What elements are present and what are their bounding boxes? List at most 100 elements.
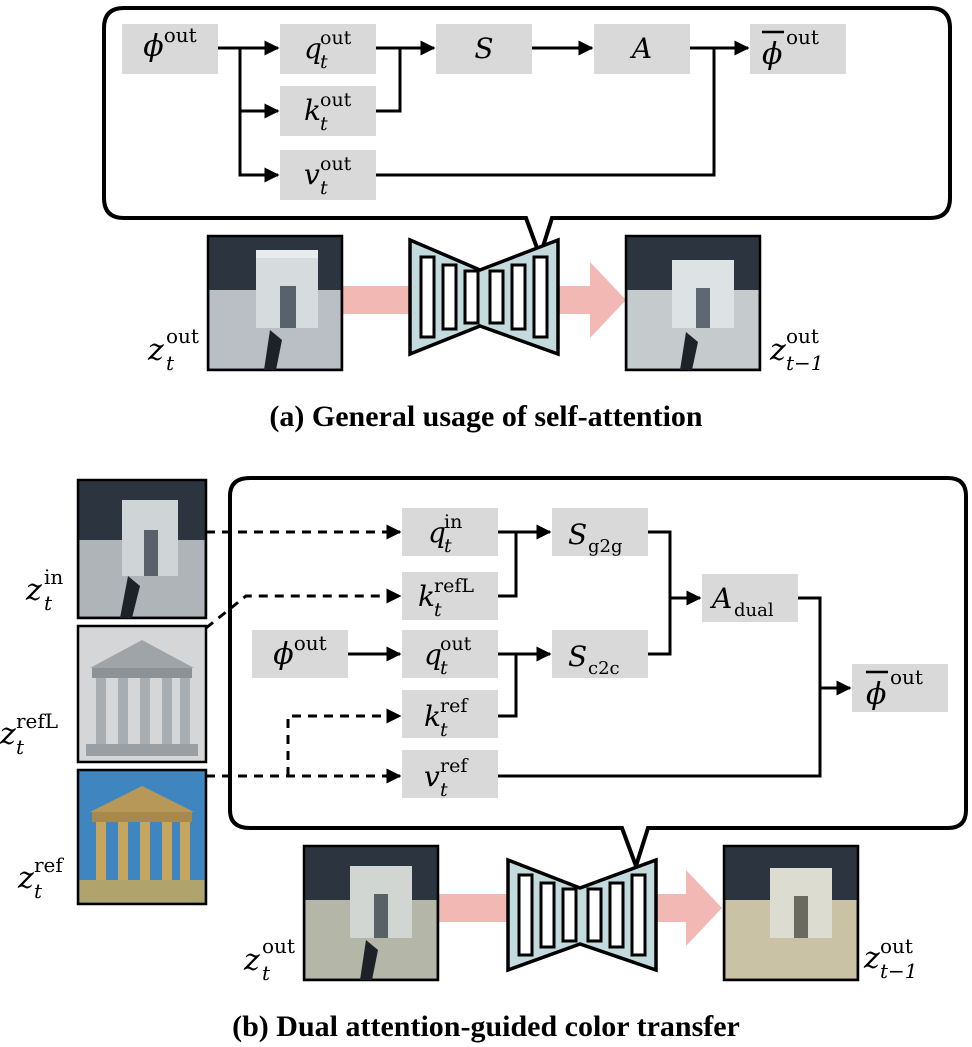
svg-text:t: t — [444, 535, 452, 557]
a-node — [594, 24, 690, 74]
svg-text:t: t — [320, 113, 328, 135]
svg-text:dual: dual — [734, 600, 774, 621]
svg-text:out: out — [320, 153, 352, 175]
z-out-label-a: z out t — [147, 324, 199, 375]
edge-phi-v — [238, 111, 280, 183]
edge-sg2g-adual — [648, 530, 702, 606]
svg-text:t: t — [320, 177, 328, 199]
edge-adual-phibar — [798, 596, 852, 696]
a-dual-label: A dual — [709, 582, 774, 621]
z-ref-label: z ref t — [17, 853, 64, 903]
panel-a-edges — [218, 40, 750, 183]
v-ref-node — [402, 750, 498, 798]
svg-text:in: in — [444, 511, 462, 533]
panel-b: z in t z refL t z ref t — [0, 476, 968, 1043]
phi-out-label: ϕout — [143, 23, 196, 64]
svg-text:refL: refL — [434, 575, 474, 597]
svg-text:t−1: t−1 — [786, 351, 824, 375]
s-label: S — [474, 32, 493, 65]
svg-text:out: out — [320, 89, 352, 111]
svg-text:S: S — [568, 518, 587, 551]
edge-zref-kref — [286, 708, 402, 776]
caption-b: (b) Dual attention-guided color transfer — [232, 1010, 740, 1043]
q-out-label: q out t — [304, 27, 352, 73]
svg-text:k: k — [304, 94, 321, 127]
phibar-out-label-b: ϕ out — [866, 665, 923, 712]
svg-text:t: t — [34, 879, 43, 903]
svg-text:g2g: g2g — [588, 536, 623, 557]
k-refl-label: k refL t — [418, 575, 474, 621]
svg-text:z: z — [0, 717, 16, 752]
z-out-label-b: z out t — [243, 934, 295, 985]
svg-text:v: v — [304, 158, 320, 191]
svg-text:t: t — [434, 599, 442, 621]
k-out-label: k out t — [304, 89, 352, 135]
v-out-node — [280, 150, 376, 200]
svg-text:out: out — [320, 27, 352, 49]
unet-a — [408, 237, 560, 357]
svg-text:ref: ref — [440, 695, 469, 717]
svg-text:refL: refL — [16, 709, 58, 733]
svg-text:ref: ref — [34, 853, 64, 877]
k-ref-label: k ref t — [424, 695, 469, 741]
v-ref-label: v ref t — [424, 755, 469, 801]
svg-text:z: z — [147, 333, 164, 368]
phibar-out-label: ϕ out — [762, 25, 819, 72]
svg-text:z: z — [769, 333, 786, 368]
s-c2c-label: S c2c — [568, 640, 620, 679]
z-out-next-label-b: z out t−1 — [863, 934, 918, 983]
svg-text:v: v — [424, 760, 440, 793]
a-dual-node — [702, 574, 798, 622]
z-refl-label: z refL t — [0, 709, 58, 759]
svg-text:out: out — [440, 633, 472, 655]
v-out-label: v out t — [304, 153, 352, 199]
z-in-label: z in t — [25, 565, 63, 615]
svg-text:k: k — [424, 700, 441, 733]
phi-out-label-b: ϕout — [273, 631, 326, 672]
s-c2c-node — [552, 630, 648, 678]
photo-z-out-a — [206, 234, 344, 372]
svg-text:k: k — [418, 580, 435, 613]
photo-z-out-b — [302, 844, 440, 982]
unet-b — [506, 857, 658, 973]
svg-text:in: in — [44, 565, 63, 589]
photo-z-refl — [76, 624, 208, 764]
caption-a: (a) General usage of self-attention — [269, 400, 703, 433]
svg-text:out: out — [890, 665, 923, 689]
svg-text:q: q — [428, 516, 446, 549]
svg-text:t: t — [320, 51, 328, 73]
edge-zrefl-krefl — [205, 588, 402, 630]
svg-text:S: S — [568, 640, 587, 673]
svg-text:out: out — [262, 934, 295, 958]
edge-k-s — [376, 48, 402, 113]
q-in-node — [402, 508, 498, 556]
edge-krefl-sg2g — [498, 532, 518, 598]
svg-text:out: out — [786, 25, 819, 49]
svg-text:out: out — [786, 324, 819, 348]
photo-z-out-next-a — [624, 234, 762, 372]
a-label: A — [629, 32, 652, 65]
svg-text:ref: ref — [440, 755, 469, 777]
q-out-node — [280, 24, 376, 74]
svg-text:z: z — [863, 941, 880, 976]
k-out-node — [280, 86, 376, 136]
svg-text:t−1: t−1 — [880, 959, 918, 983]
k-refl-node — [402, 572, 498, 620]
svg-text:t: t — [440, 719, 448, 741]
svg-text:t: t — [16, 735, 25, 759]
photo-z-out-next-b — [722, 844, 860, 982]
edge-sc2c-adual — [648, 598, 672, 656]
svg-text:ϕ: ϕ — [762, 37, 782, 72]
svg-text:q: q — [424, 638, 442, 671]
svg-text:t: t — [262, 961, 271, 985]
svg-text:t: t — [166, 351, 175, 375]
svg-text:ϕ: ϕ — [866, 677, 886, 712]
edge-kref-sc2c — [498, 654, 518, 718]
s-node — [436, 24, 532, 74]
svg-text:c2c: c2c — [588, 658, 620, 679]
svg-text:z: z — [17, 861, 34, 896]
k-ref-node — [402, 690, 498, 738]
svg-text:out: out — [166, 324, 199, 348]
photo-z-ref — [76, 768, 208, 906]
